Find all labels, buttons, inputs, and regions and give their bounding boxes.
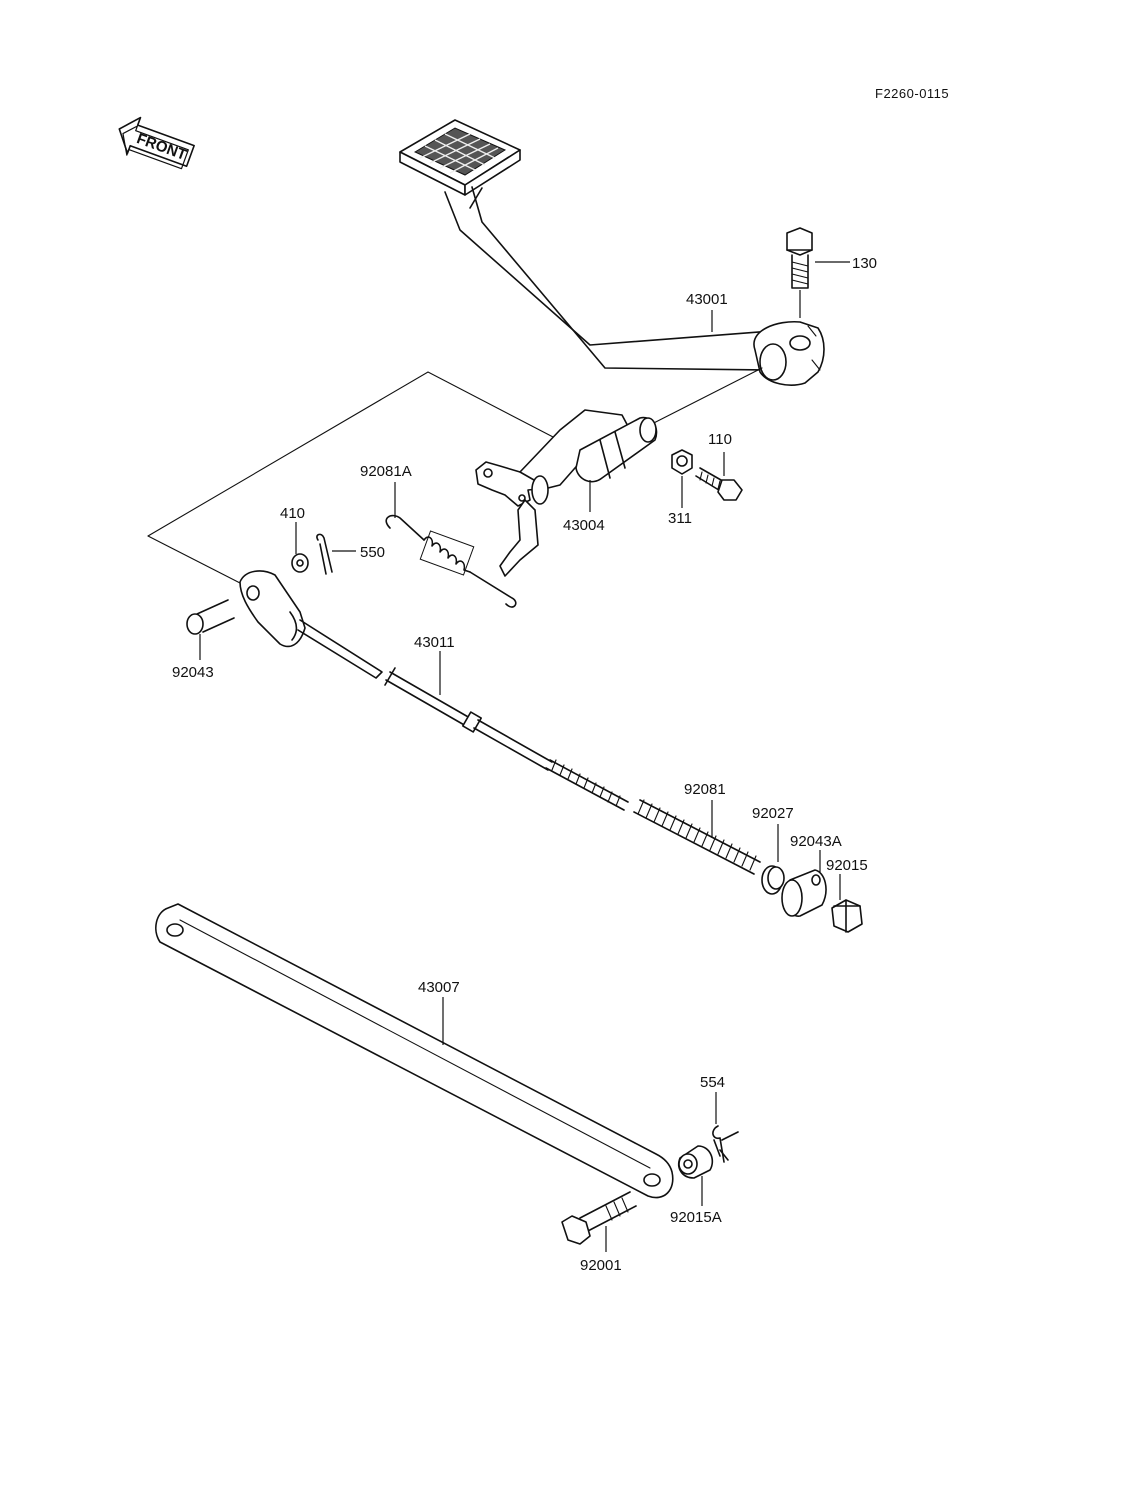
part-label: 92027 — [752, 805, 794, 822]
joint-92043A-icon — [781, 850, 827, 917]
cotter-pin-550-icon — [316, 533, 356, 575]
label-leaders — [711, 261, 850, 332]
part-label: 43004 — [563, 517, 605, 534]
part-label: 110 — [708, 431, 732, 448]
part-label: 43001 — [686, 291, 728, 308]
nut-311-icon — [671, 449, 693, 508]
spring-92081A-icon — [385, 482, 517, 608]
nut-92015A-icon — [678, 1145, 714, 1206]
part-label: 92043 — [172, 664, 214, 681]
part-label: 92043A — [790, 833, 842, 850]
bolt-130-icon — [786, 227, 813, 318]
part-label: 92081 — [684, 781, 726, 798]
brake-rod — [297, 619, 629, 811]
washer-410-icon — [291, 522, 309, 573]
part-label: 130 — [852, 255, 877, 272]
part-label: 92015 — [826, 857, 868, 874]
tension-rod — [155, 903, 674, 1199]
pedal-shaft-bracket — [475, 409, 658, 577]
washer-92027-icon — [761, 824, 785, 895]
nut-92015-icon — [831, 874, 863, 933]
spring-92081-icon — [633, 799, 761, 875]
part-label: 92081A — [360, 463, 412, 480]
part-label: 554 — [700, 1074, 725, 1091]
assembly-boundary — [147, 367, 763, 584]
pedal-pad-grip-icon — [413, 127, 507, 176]
front-arrow-icon: FRONT — [118, 116, 195, 170]
brake-pedal — [399, 119, 825, 386]
figure-code: F2260-0115 — [875, 86, 949, 101]
cotter-pin-554-icon — [712, 1092, 739, 1163]
part-label: 410 — [280, 505, 305, 522]
bolt-92001-icon — [561, 1191, 637, 1252]
part-label: 311 — [668, 510, 692, 527]
clevis-pin-92043-icon — [186, 599, 235, 660]
clevis-joint — [239, 570, 306, 648]
rod-thread-icon — [545, 759, 629, 811]
part-label: 550 — [360, 544, 385, 561]
bolt-110-icon — [695, 452, 743, 501]
part-label: 43007 — [418, 979, 460, 996]
part-label: 92015A — [670, 1209, 722, 1226]
part-label: 92001 — [580, 1257, 622, 1274]
part-label: 43011 — [414, 634, 455, 651]
